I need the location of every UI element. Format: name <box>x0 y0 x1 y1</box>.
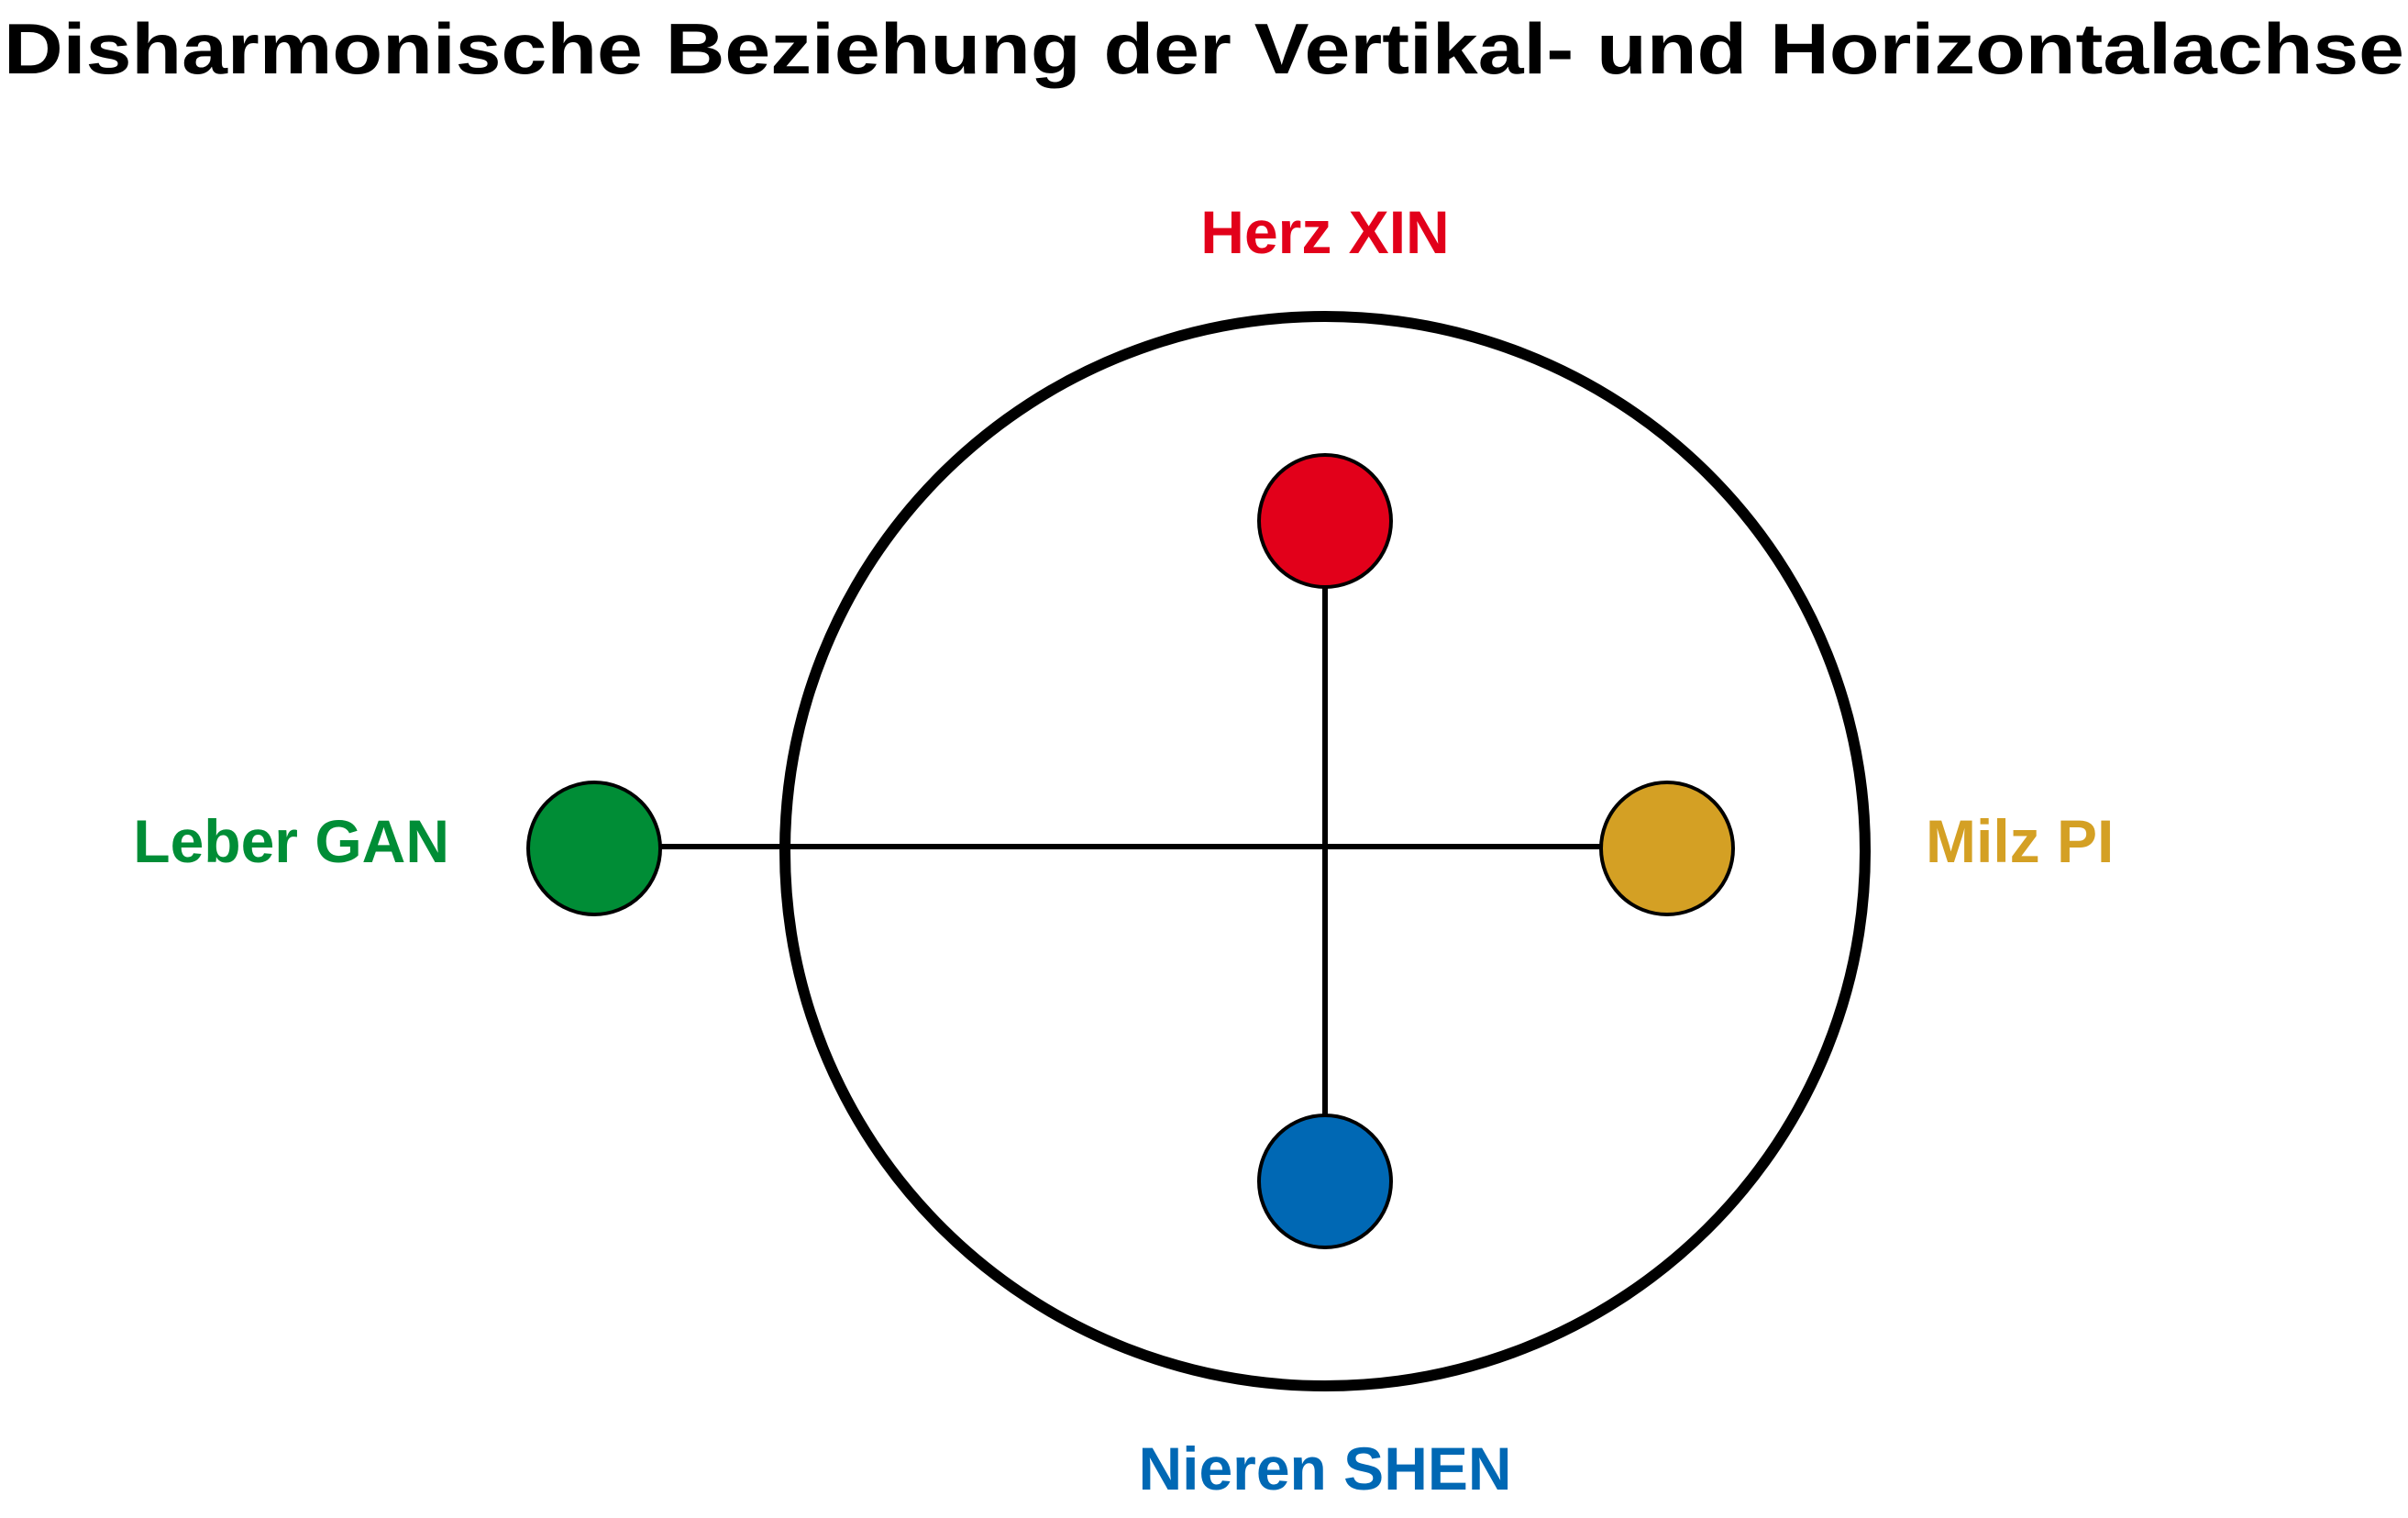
node-nieren <box>1257 1114 1393 1249</box>
diagram-title: Disharmonische Beziehung der Vertikal- u… <box>4 8 2404 89</box>
node-milz <box>1599 781 1735 916</box>
node-herz <box>1257 453 1393 589</box>
outer-circle <box>779 311 1871 1391</box>
node-leber <box>526 781 662 916</box>
label-nieren: Nieren SHEN <box>1138 1435 1511 1502</box>
label-herz: Herz XIN <box>1200 198 1449 266</box>
label-leber: Leber GAN <box>133 807 449 875</box>
label-milz: Milz PI <box>1926 807 2114 875</box>
